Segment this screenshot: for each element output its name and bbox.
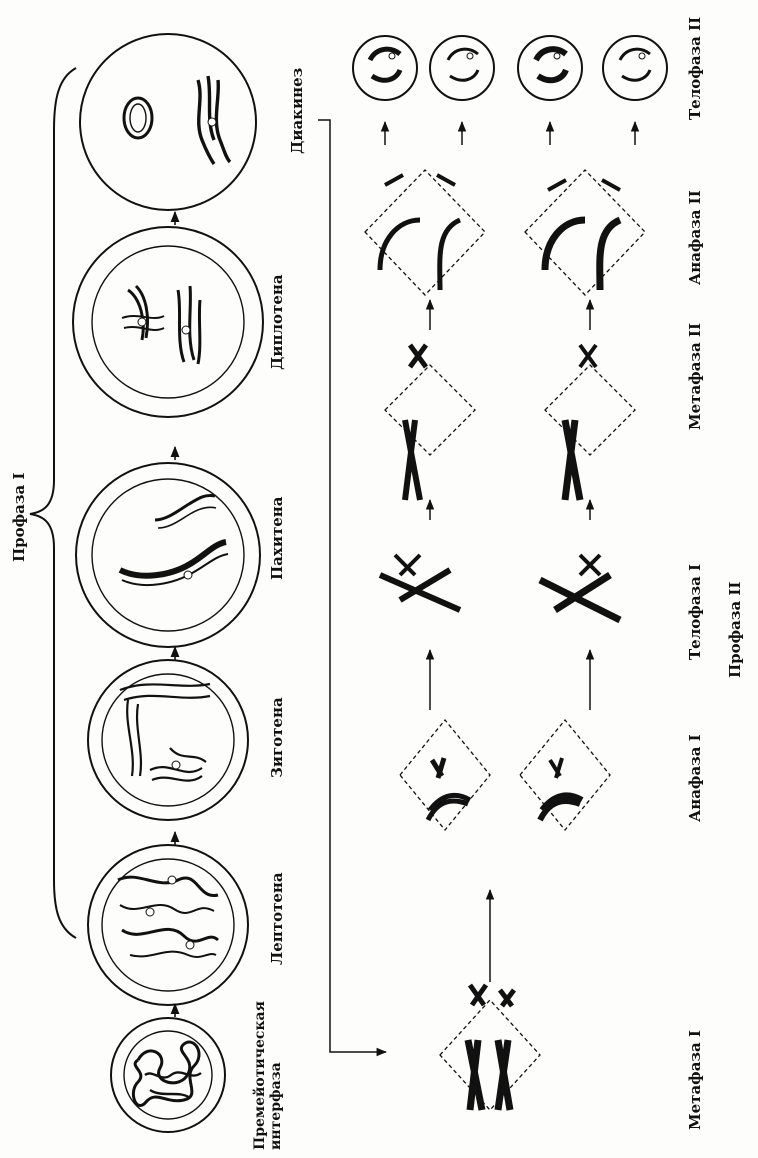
label-telophase1: Телофаза I bbox=[688, 564, 703, 660]
metaphase1-figure bbox=[440, 985, 540, 1110]
telophase2-figure bbox=[353, 36, 667, 100]
label-anaphase1: Анафаза I bbox=[688, 734, 703, 822]
cell-premeiotic bbox=[111, 1018, 225, 1132]
anaphase1-figure bbox=[400, 720, 610, 830]
label-leptotene: Лептотена bbox=[270, 872, 285, 965]
telophase1-figure bbox=[380, 555, 620, 620]
label-diplotene: Диплотена bbox=[270, 274, 285, 370]
label-premeiotic: Премейотическая интерфаза bbox=[252, 1001, 284, 1150]
label-prophase2: Профаза II bbox=[728, 582, 743, 678]
cell-leptotene bbox=[88, 845, 248, 1005]
label-anaphase2: Анафаза II bbox=[688, 190, 703, 285]
diakinesis-connector bbox=[318, 120, 386, 1052]
label-pachytene: Пахитена bbox=[270, 497, 285, 581]
label-metaphase2: Метафаза II bbox=[688, 323, 703, 430]
metaphase2-figure bbox=[385, 345, 635, 500]
anaphase2-figure bbox=[365, 170, 645, 295]
label-zygotene: Зиготена bbox=[270, 697, 285, 778]
label-telophase2: Телофаза II bbox=[688, 17, 703, 120]
label-metaphase1: Метафаза I bbox=[688, 1030, 703, 1130]
cell-pachytene bbox=[76, 463, 260, 647]
label-prophase1: Профаза I bbox=[12, 473, 27, 562]
label-diakinesis: Диакинез bbox=[290, 68, 305, 154]
prophase-brace bbox=[30, 68, 76, 938]
cell-zygotene bbox=[88, 660, 248, 820]
cell-diakinesis bbox=[80, 34, 256, 210]
cell-diplotene bbox=[73, 227, 263, 417]
